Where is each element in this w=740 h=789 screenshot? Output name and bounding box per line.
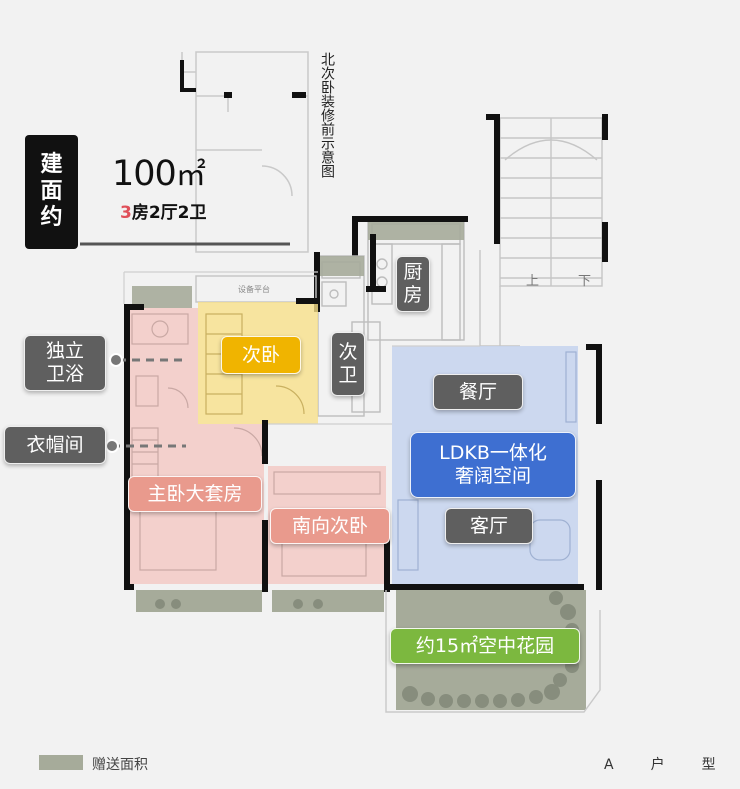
tag-line: 房 [403,284,423,306]
garden-plants [155,591,579,708]
unit-type-char: 型 [701,757,716,773]
stair-up-label: 上 [526,274,539,289]
walkin-area [128,424,264,484]
tag-line: 卫浴 [45,363,84,385]
room-tag-ensuite-bath: 独立 卫浴 [24,335,106,391]
interior-lines [123,271,480,425]
ensuite-fixtures [131,313,189,409]
plan-wall [602,114,608,140]
plan-wall [494,114,500,244]
north-bedroom-note: 北次卧装修前示意图 [319,52,335,178]
equipment-platform-label: 设备平台 [238,284,270,294]
plan-wall [296,298,320,304]
stair-down-label: 下 [578,274,591,289]
layout-text: 房2厅2卫 [131,203,207,223]
plan-wall [486,114,500,120]
layout-summary: 3房2厅2卫 [120,198,207,223]
room-tag-dining: 餐厅 [433,374,523,410]
unit-type-char: A [604,757,614,773]
tag-line: 卫 [338,364,358,386]
tag-line: 奢阔空间 [454,465,531,487]
plan-wall [602,222,608,262]
room-tag-second-bedroom: 次卧 [221,336,301,374]
plan-wall [292,92,306,98]
badge-char: 面 [40,178,63,204]
room-tag-south-bedroom: 南向次卧 [270,508,390,544]
legend-gift-area-swatch [39,755,83,770]
tag-line: 独立 [45,339,84,362]
area-value: 100㎡ [112,150,206,194]
ensuite-bath-area [128,308,198,424]
unit-type-char: 户 [650,757,665,773]
room-tag-master-suite: 主卧大套房 [128,476,262,512]
gift-area-balcony-master [136,590,262,612]
badge-char: 建 [40,152,63,178]
room-tag-living: 客厅 [445,508,533,544]
room-tag-ldkb: LDKB一体化 奢阔空间 [410,432,576,498]
badge-char: 约 [40,205,63,231]
gift-area-second-bath [318,256,364,276]
gift-area-ensuite [132,286,192,308]
gift-area-kitchen [368,218,464,240]
tag-line: 厨 [403,260,423,283]
garden-outline [385,590,601,713]
plan-wall [224,92,232,98]
area-badge: 建 面 约 [25,135,78,249]
gift-area-balcony-south [272,590,384,612]
tag-line: LDKB一体化 [439,441,547,464]
room-tag-kitchen: 厨 房 [396,256,430,312]
leader-dot-ensuite [109,353,123,367]
layout-room-count: 3 [120,203,132,223]
leader-dot-walkin [105,439,119,453]
legend-gift-area-label: 赠送面积 [92,757,148,773]
plan-wall [314,252,320,312]
area-number: 100 [112,154,177,194]
plan-wall [352,216,358,256]
plan-wall [352,216,468,222]
tag-line: 次 [338,340,358,363]
plan-wall [180,60,196,92]
plan-wall [370,234,376,292]
room-tag-walkin-closet: 衣帽间 [4,426,106,464]
room-tag-sky-garden: 约15㎡空中花园 [390,628,580,664]
room-tag-second-bath: 次 卫 [331,332,365,396]
area-unit: ㎡ [175,158,206,193]
